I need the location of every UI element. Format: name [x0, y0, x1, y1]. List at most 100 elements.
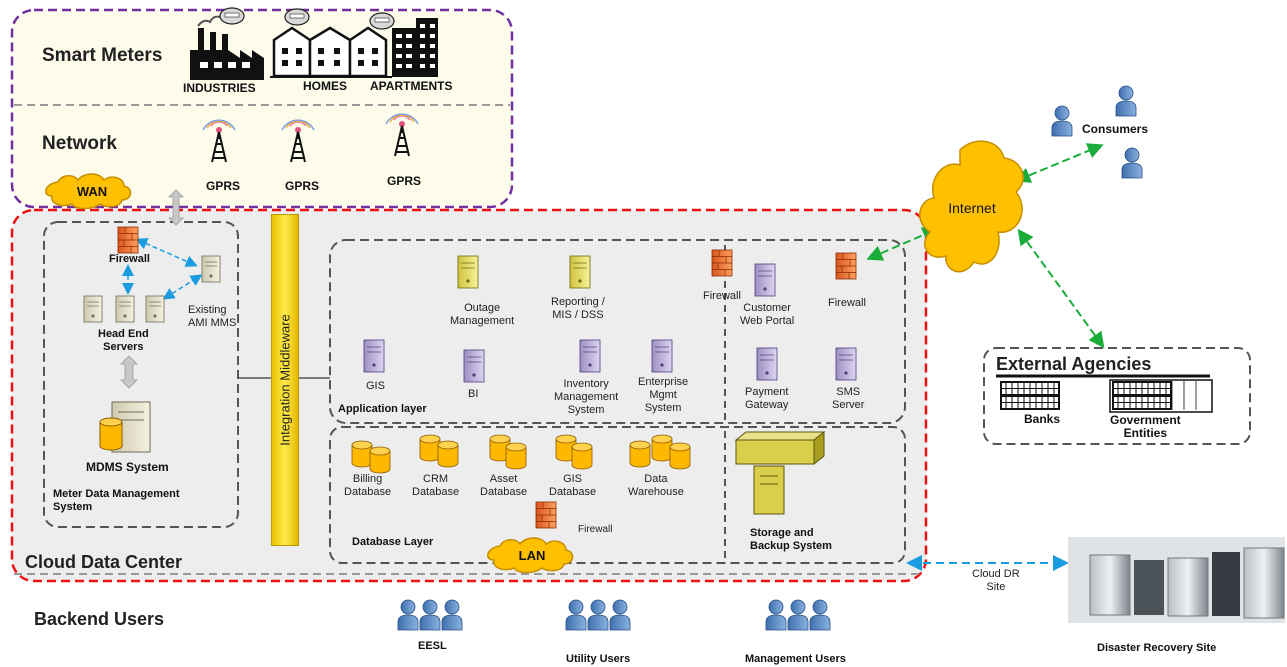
reporting-server-icon [569, 255, 591, 289]
bank-icon [999, 394, 1061, 411]
web-portal-label: Customer Web Portal [740, 302, 795, 327]
headend-mdms-arrow [120, 355, 138, 389]
lan-cloud [487, 537, 574, 574]
banks-label: Banks [1024, 412, 1061, 426]
utility-user-icon [609, 599, 631, 631]
government-icon [1111, 380, 1173, 397]
management-users-label: Management Users [745, 653, 846, 665]
mdms-label: MDMS System [86, 460, 169, 474]
wan-cloud [45, 173, 132, 210]
apartments-label: APARTMENTS [370, 79, 453, 93]
sms-server-icon [835, 347, 857, 381]
consumer-icon [1121, 147, 1143, 179]
database-icon [629, 440, 651, 468]
eesl-label: EESL [418, 640, 447, 652]
mdm-region [43, 221, 239, 528]
internet-cloud [919, 140, 1024, 273]
database-icon [419, 434, 441, 462]
disaster-recovery-label: Disaster Recovery Site [1097, 642, 1217, 654]
homes-label: HOMES [303, 79, 348, 93]
meter-icon [219, 7, 245, 25]
utility-user-icon [565, 599, 587, 631]
inventory-label: Inventory Management System [554, 378, 619, 416]
database-icon [437, 440, 459, 468]
cloud-dr-label: Cloud DR Site [972, 568, 1020, 593]
gis-db-label: GIS Database [549, 473, 597, 498]
firewall-label: Firewall [703, 290, 741, 302]
external-agencies-title: External Agencies [996, 354, 1152, 374]
management-user-icon [809, 599, 831, 631]
cloud-data-center-title: Cloud Data Center [25, 552, 183, 572]
payment-server-icon [756, 347, 778, 381]
consumer-icon [1115, 85, 1137, 117]
payment-label: Payment Gateway [745, 386, 789, 411]
inventory-server-icon [579, 339, 601, 373]
mdm-title: Meter Data Management System [53, 488, 180, 513]
mdms-server-icon [99, 401, 151, 453]
headend-ami-link [162, 274, 203, 300]
firewall-icon [835, 252, 857, 280]
asset-db-label: Asset Database [480, 473, 528, 498]
eesl-user-icon [419, 599, 441, 631]
reporting-label: Reporting / MIS / DSS [551, 296, 605, 321]
firewall-label: Firewall [109, 253, 150, 265]
wan-link-arrow [168, 189, 184, 226]
eesl-user-icon [397, 599, 419, 631]
firewall-icon [711, 249, 733, 277]
meter-icon [284, 8, 310, 26]
server-icon [201, 255, 221, 283]
gprs-label: GPRS [206, 179, 241, 193]
consumer-icon [1051, 105, 1073, 137]
management-user-icon [765, 599, 787, 631]
application-layer-label: Application layer [338, 403, 427, 415]
smart-meters-title: Smart Meters [42, 45, 163, 66]
lan-label: LAN [518, 548, 546, 563]
gprs-label: GPRS [387, 174, 422, 188]
apartments-icon [392, 18, 438, 77]
meter-icon [369, 12, 395, 30]
eesl-user-icon [441, 599, 463, 631]
utility-user-icon [587, 599, 609, 631]
application-layer-region [329, 239, 906, 424]
sms-label: SMS Server [832, 386, 865, 411]
enterprise-server-icon [651, 339, 673, 373]
government-label: Government Entities [1110, 413, 1181, 440]
database-icon [651, 434, 673, 462]
backend-users-title: Backend Users [34, 609, 165, 629]
firewall-icon [535, 501, 557, 529]
billing-db-label: Billing Database [344, 473, 392, 498]
government-icon [1111, 394, 1173, 411]
head-end-label: Head End Servers [98, 328, 149, 353]
firewall-label: Firewall [828, 297, 866, 309]
server-icon [83, 295, 103, 323]
integration-middleware-bar: Integration Middleware [271, 214, 299, 546]
firewall-ami-link [135, 238, 198, 267]
cloud-data-center-region [10, 208, 928, 583]
database-icon [669, 442, 691, 470]
web-portal-server-icon [754, 263, 776, 297]
bank-icon [999, 380, 1061, 397]
gis-label: GIS [366, 380, 385, 392]
enterprise-label: Enterprise Mgmt System [638, 376, 689, 414]
existing-ami-label: Existing AMI MMS [188, 304, 237, 329]
industries-icon [190, 15, 264, 80]
management-user-icon [787, 599, 809, 631]
database-icon [351, 440, 373, 468]
database-icon [505, 442, 527, 470]
consumers-label: Consumers [1082, 122, 1149, 136]
bi-label: BI [468, 388, 479, 400]
database-layer-label: Database Layer [352, 536, 434, 548]
firewall-label: Firewall [578, 524, 613, 535]
warehouse-db-label: Data Warehouse [628, 473, 684, 498]
firewall-icon [117, 226, 139, 254]
network-title: Network [42, 133, 117, 154]
integration-middleware-label: Integration Middleware [277, 314, 293, 446]
server-icon [115, 295, 135, 323]
bi-server-icon [463, 349, 485, 383]
outage-label: Outage Management [450, 302, 515, 327]
homes-icon [270, 26, 392, 78]
disaster-recovery-photo [1068, 537, 1285, 623]
utility-users-label: Utility Users [566, 653, 631, 665]
database-icon [571, 442, 593, 470]
